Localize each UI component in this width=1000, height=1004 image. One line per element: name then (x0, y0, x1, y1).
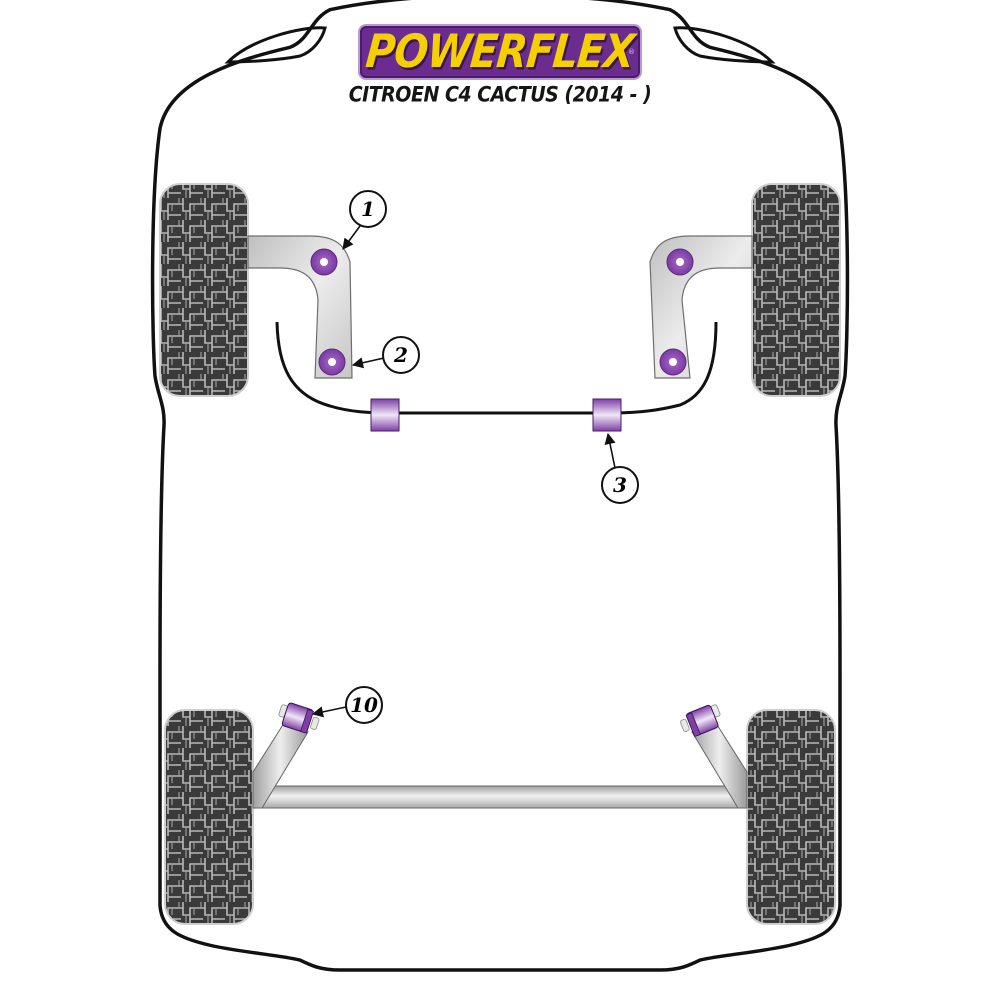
rear-beam-bush-right (680, 704, 721, 738)
left-rear-wheel (164, 709, 254, 925)
callout-3: 3 (601, 432, 639, 504)
callout-3-label: 3 (613, 473, 627, 497)
rear-beam-bush-left (278, 702, 320, 734)
callout-1-label: 1 (361, 197, 375, 221)
vehicle-model-title: CITROEN C4 CACTUS (2014 - ) (348, 82, 652, 108)
right-rear-wheel (746, 709, 836, 925)
registered-mark: ® (628, 48, 635, 56)
car-body-outline (150, 0, 850, 972)
anti-roll-bar-bush-left (370, 398, 400, 432)
powerflex-logo: POWERFLEX ® (358, 24, 642, 80)
callout-2-label: 2 (393, 343, 408, 367)
right-front-vent (673, 26, 776, 64)
callout-10: 10 (311, 686, 383, 724)
left-front-vent (224, 26, 327, 64)
wishbone-bushes (310, 248, 694, 376)
rear-beam (252, 785, 748, 809)
left-front-wheel (159, 183, 249, 397)
anti-roll-bar-bush-right (592, 398, 622, 432)
callout-10-label: 10 (350, 693, 378, 717)
callout-2: 2 (351, 336, 420, 374)
callout-1: 1 (342, 190, 387, 250)
right-front-wheel (751, 183, 841, 397)
brand-name: POWERFLEX (363, 25, 637, 79)
